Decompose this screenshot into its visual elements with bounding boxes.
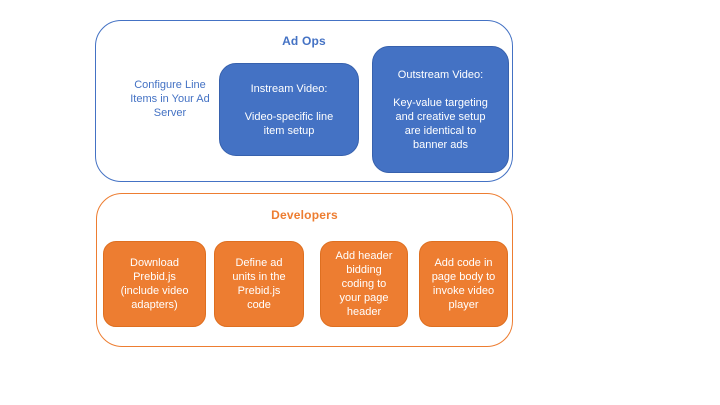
instream-video-box: Instream Video: Video-specific line item…: [219, 63, 359, 156]
developers-group-title: Developers: [271, 208, 338, 222]
add-header-bidding-box: Add header bidding coding to your page h…: [320, 241, 408, 327]
download-prebid-box: Download Prebid.js (include video adapte…: [103, 241, 206, 327]
configure-line-items-note: Configure Line Items in Your Ad Server: [130, 79, 210, 119]
developers-group: Developers Download Prebid.js (include v…: [96, 193, 513, 347]
ad-ops-group-title: Ad Ops: [282, 34, 326, 48]
outstream-video-box: Outstream Video: Key-value targeting and…: [372, 46, 509, 173]
add-page-body-code-box: Add code in page body to invoke video pl…: [419, 241, 508, 327]
ad-ops-group: Ad Ops Configure Line Items in Your Ad S…: [95, 20, 513, 182]
define-ad-units-box: Define ad units in the Prebid.js code: [214, 241, 304, 327]
